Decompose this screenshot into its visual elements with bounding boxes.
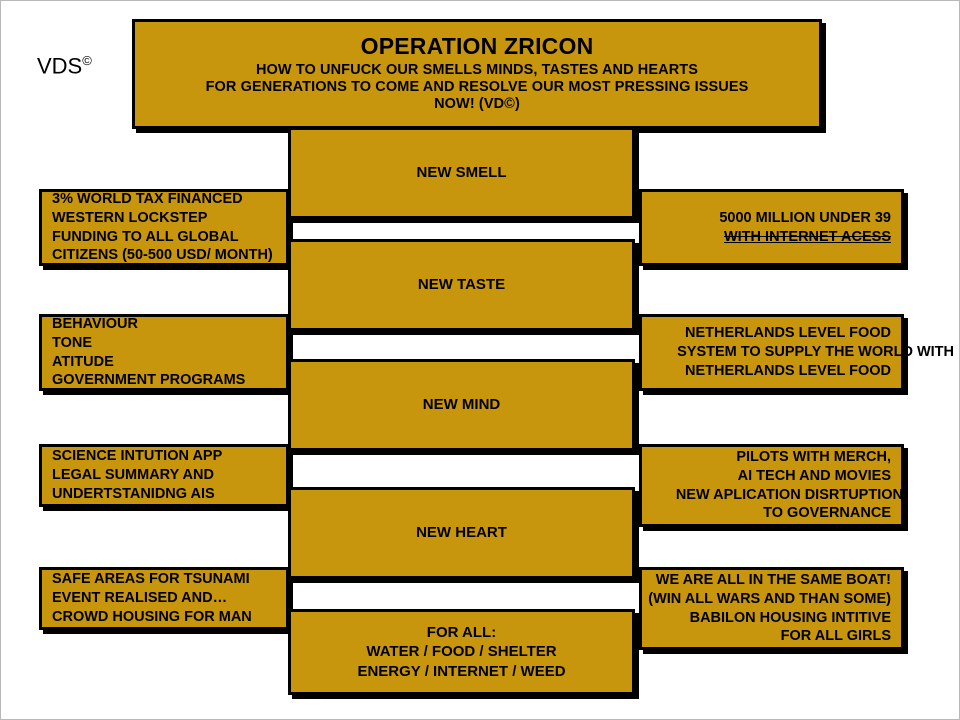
title-subline-3: NOW! (VD©) <box>434 95 520 112</box>
right-box-netherlands-food[interactable]: NETHERLANDS LEVEL FOOD SYSTEM TO SUPPLY … <box>639 314 954 391</box>
right-box-same-boat-line-4: FOR ALL GIRLS <box>780 628 891 645</box>
left-box-funding-line-4: CITIZENS (50-500 USD/ MONTH) <box>52 247 273 264</box>
center-box-new-taste[interactable]: NEW TASTE <box>288 239 635 331</box>
copyright-icon: © <box>82 53 92 68</box>
right-box-pilots-line-2: AI TECH AND MOVIES <box>737 467 891 484</box>
right-box-netherlands-food-line-3: NETHERLANDS LEVEL FOOD <box>685 362 891 379</box>
left-box-behaviour-line-2: TONE <box>52 334 93 351</box>
right-box-same-boat-line-1: WE ARE ALL IN THE SAME BOAT! <box>655 571 891 588</box>
left-box-behaviour-line-1: BEHAVIOUR <box>52 315 138 332</box>
left-box-funding-line-1: 3% WORLD TAX FINANCED <box>52 190 243 207</box>
right-box-internet[interactable]: 5000 MILLION UNDER 39 WITH INTERNET ACES… <box>639 189 904 266</box>
left-box-funding[interactable]: 3% WORLD TAX FINANCED WESTERN LOCKSTEP F… <box>39 189 289 266</box>
title-banner: OPERATION ZRICON HOW TO UNFUCK OUR SMELL… <box>132 19 822 129</box>
left-box-behaviour-line-4: GOVERNMENT PROGRAMS <box>52 372 246 389</box>
right-box-netherlands-food-line-1: NETHERLANDS LEVEL FOOD <box>685 325 891 342</box>
left-box-science-line-2: LEGAL SUMMARY AND <box>52 467 214 484</box>
title-subline-1: HOW TO UNFUCK OUR SMELLS MINDS, TASTES A… <box>255 62 699 79</box>
left-box-behaviour-line-3: ATITUDE <box>52 353 114 370</box>
center-box-new-mind-label: NEW MIND <box>422 396 501 414</box>
right-box-internet-line-2: WITH INTERNET ACESS <box>723 228 891 245</box>
right-box-same-boat-line-3: BABILON HOUSING INTITIVE <box>689 609 891 626</box>
left-box-science[interactable]: SCIENCE INTUTION APP LEGAL SUMMARY AND U… <box>39 444 289 507</box>
left-box-funding-line-3: FUNDING TO ALL GLOBAL <box>52 228 239 245</box>
center-box-new-heart[interactable]: NEW HEART <box>288 487 635 579</box>
right-box-internet-line-1: 5000 MILLION UNDER 39 <box>719 209 891 226</box>
right-box-netherlands-food-line-2: SYSTEM TO SUPPLY THE WORLD WITH <box>677 344 954 361</box>
center-box-new-mind[interactable]: NEW MIND <box>288 359 635 451</box>
right-box-pilots-line-3: NEW APLICATION DISRTUPTION <box>675 486 903 503</box>
left-box-behaviour[interactable]: BEHAVIOUR TONE ATITUDE GOVERNMENT PROGRA… <box>39 314 289 391</box>
left-box-tsunami[interactable]: SAFE AREAS FOR TSUNAMI EVENT REALISED AN… <box>39 567 289 630</box>
center-box-for-all-line-2: WATER / FOOD / SHELTER <box>366 643 557 661</box>
center-box-new-heart-label: NEW HEART <box>416 524 507 542</box>
right-box-same-boat[interactable]: WE ARE ALL IN THE SAME BOAT! (WIN ALL WA… <box>639 567 904 650</box>
right-box-pilots-line-1: PILOTS WITH MERCH, <box>736 448 891 465</box>
left-box-funding-line-2: WESTERN LOCKSTEP <box>52 209 208 226</box>
right-box-pilots[interactable]: PILOTS WITH MERCH, AI TECH AND MOVIES NE… <box>639 444 904 527</box>
right-box-same-boat-line-2: (WIN ALL WARS AND THAN SOME) <box>648 590 891 607</box>
left-box-science-line-3: UNDERTSTANIDNG AIS <box>52 485 215 502</box>
title-subline-2: FOR GENERATIONS TO COME AND RESOLVE OUR … <box>205 78 749 95</box>
left-box-science-line-1: SCIENCE INTUTION APP <box>52 448 223 465</box>
left-box-tsunami-line-1: SAFE AREAS FOR TSUNAMI <box>52 571 250 588</box>
vds-logo: VDS© <box>37 53 92 79</box>
left-box-tsunami-line-3: CROWD HOUSING FOR MAN <box>52 608 252 625</box>
center-box-new-taste-label: NEW TASTE <box>417 276 506 294</box>
center-box-new-smell[interactable]: NEW SMELL <box>288 127 635 219</box>
center-box-for-all-line-1: FOR ALL: <box>426 624 497 642</box>
left-box-tsunami-line-2: EVENT REALISED AND… <box>52 590 228 607</box>
logo-text: VDS <box>37 53 83 79</box>
center-box-for-all-line-3: ENERGY / INTERNET / WEED <box>357 662 566 680</box>
right-box-pilots-line-4: TO GOVERNANCE <box>763 505 891 522</box>
title-headline: OPERATION ZRICON <box>360 33 594 60</box>
center-box-for-all[interactable]: FOR ALL: WATER / FOOD / SHELTER ENERGY /… <box>288 609 635 695</box>
center-box-new-smell-label: NEW SMELL <box>416 164 507 182</box>
